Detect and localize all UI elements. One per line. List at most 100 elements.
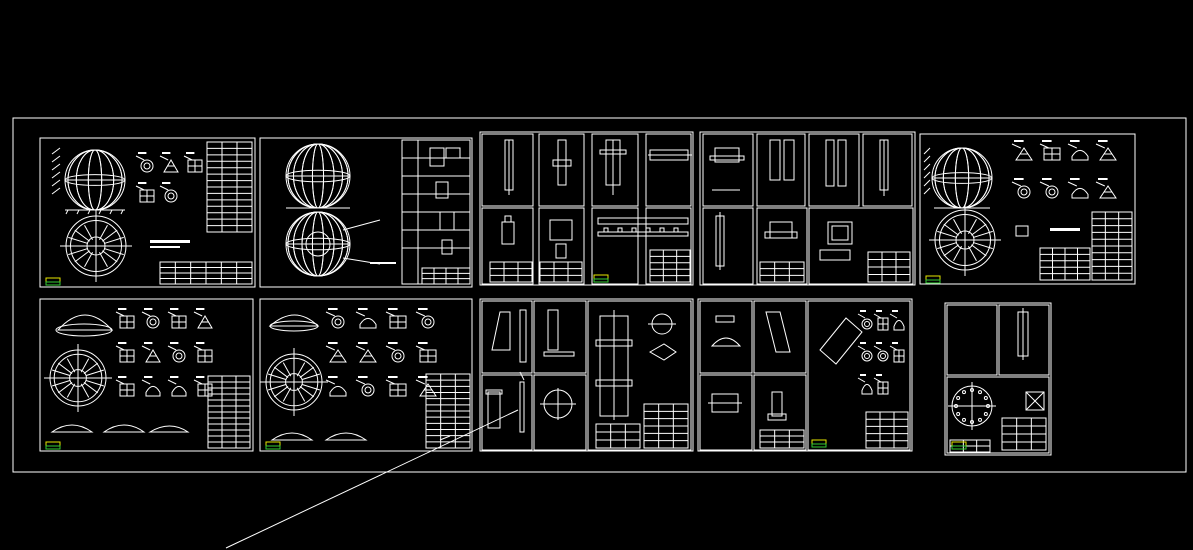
plan-spoke <box>99 224 108 241</box>
label-bar <box>1098 140 1108 142</box>
column-part <box>519 381 525 433</box>
sheet-b2 <box>259 298 473 452</box>
plan-spoke <box>971 223 987 236</box>
part-circle <box>167 192 175 200</box>
column-part <box>769 139 781 181</box>
leader-line <box>325 379 336 385</box>
sub-sheet <box>702 207 754 285</box>
part-circle <box>140 159 154 173</box>
plan-spoke <box>57 362 73 374</box>
bolt-hole <box>983 396 988 400</box>
leader-line <box>167 345 177 351</box>
sub-sheet <box>807 300 911 451</box>
label-bar <box>118 376 127 378</box>
part-circle <box>880 353 886 359</box>
sheet-group-border <box>944 302 1052 456</box>
bolt <box>617 227 623 233</box>
sheet-border <box>39 137 256 288</box>
label-bar <box>162 152 171 154</box>
sheet-b3 <box>479 298 694 452</box>
sheet-border <box>919 133 1136 285</box>
plan-spoke <box>68 248 88 256</box>
plan-spoke <box>85 379 105 387</box>
label-bar <box>170 308 179 310</box>
sub-sheet <box>753 374 807 451</box>
flange <box>552 159 572 167</box>
bolt-hole <box>978 417 982 422</box>
plan-spoke <box>968 245 977 262</box>
bolt <box>673 227 679 233</box>
label-bar <box>162 182 171 184</box>
leader-line <box>355 379 366 385</box>
support-leg <box>76 209 80 215</box>
detail-box <box>435 181 449 199</box>
sheet-a5 <box>919 133 1136 285</box>
label-bar <box>876 310 882 312</box>
plan-spoke <box>301 383 321 391</box>
sub-sheet <box>481 133 534 207</box>
label-bar <box>118 308 127 310</box>
leader-line <box>159 155 169 161</box>
part-box <box>771 391 783 417</box>
flange <box>767 413 787 421</box>
table-frame <box>759 429 805 449</box>
bolt-hole <box>962 417 966 422</box>
leader-line <box>183 155 193 161</box>
sub-sheet <box>533 374 587 451</box>
label-bar <box>418 376 428 378</box>
plan-spoke <box>943 223 959 236</box>
part-outline <box>145 385 161 397</box>
long-beam <box>597 231 689 237</box>
sub-sheet <box>591 207 639 285</box>
sub-sheet <box>533 300 587 374</box>
sheet-group-border <box>699 131 916 286</box>
part-circle <box>164 189 178 203</box>
part-outline <box>1071 187 1089 199</box>
sub-sheet <box>808 207 914 285</box>
leader-line <box>519 371 525 381</box>
label-bar <box>170 342 179 344</box>
long-leader-line <box>225 409 519 549</box>
sheet-group-border <box>697 298 913 452</box>
label-bar <box>892 310 898 312</box>
part-circle <box>864 321 870 327</box>
sub-sheet <box>756 133 806 207</box>
sub-sheet <box>591 133 639 207</box>
plan-spoke <box>84 224 93 241</box>
part-box <box>504 215 512 223</box>
flange <box>595 379 633 387</box>
label-bar <box>860 310 866 312</box>
leader-line <box>923 155 931 163</box>
part-box <box>714 147 740 163</box>
detail-box <box>445 147 461 159</box>
plan-spoke <box>85 369 105 377</box>
plan-spoke <box>953 218 962 235</box>
flange <box>543 351 575 357</box>
detail-box <box>439 211 455 231</box>
bolt <box>631 227 637 233</box>
leader-line <box>415 311 426 317</box>
flange <box>485 389 503 395</box>
table-frame <box>759 261 805 283</box>
leader-line <box>415 379 426 385</box>
leader-line <box>923 147 931 155</box>
label-bar <box>196 342 205 344</box>
sub-sheet <box>481 374 533 451</box>
part-line <box>1025 391 1045 411</box>
sub-sheet <box>699 300 753 374</box>
sub-sheet <box>862 133 913 207</box>
label-bar <box>388 308 398 310</box>
part-circle <box>877 350 889 362</box>
plan-spoke <box>282 362 292 377</box>
label-bar <box>170 376 179 378</box>
yellow-mark <box>593 274 609 280</box>
dome-rim <box>55 323 113 337</box>
plan-spoke <box>74 229 90 242</box>
part-box <box>769 221 793 239</box>
label-bar <box>328 342 338 344</box>
leader-line <box>115 345 125 351</box>
yellow-mark <box>265 441 281 447</box>
sheet-b1 <box>39 298 254 452</box>
